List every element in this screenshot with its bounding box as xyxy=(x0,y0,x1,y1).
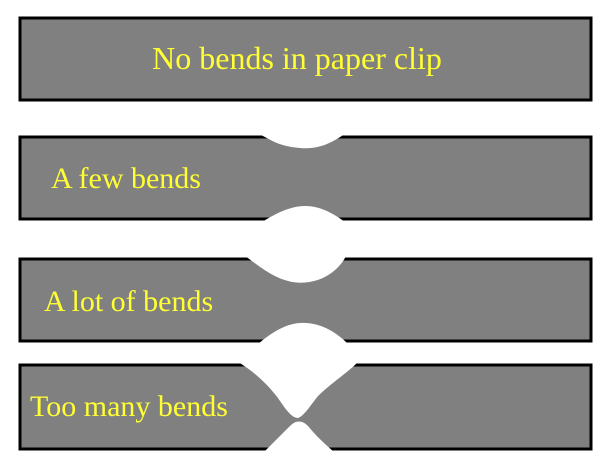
bar-2-label: A few bends xyxy=(51,162,201,195)
bar-1-label: No bends in paper clip xyxy=(152,40,442,76)
bar-no-bends: No bends in paper clip xyxy=(20,18,591,100)
bar-too-many-bends: Too many bends xyxy=(20,362,591,452)
bar-4-label: Too many bends xyxy=(30,390,228,423)
bar-many-bends: A lot of bends xyxy=(20,256,591,344)
bar-few-bends: A few bends xyxy=(20,134,591,222)
bar-3-label: A lot of bends xyxy=(44,285,213,318)
